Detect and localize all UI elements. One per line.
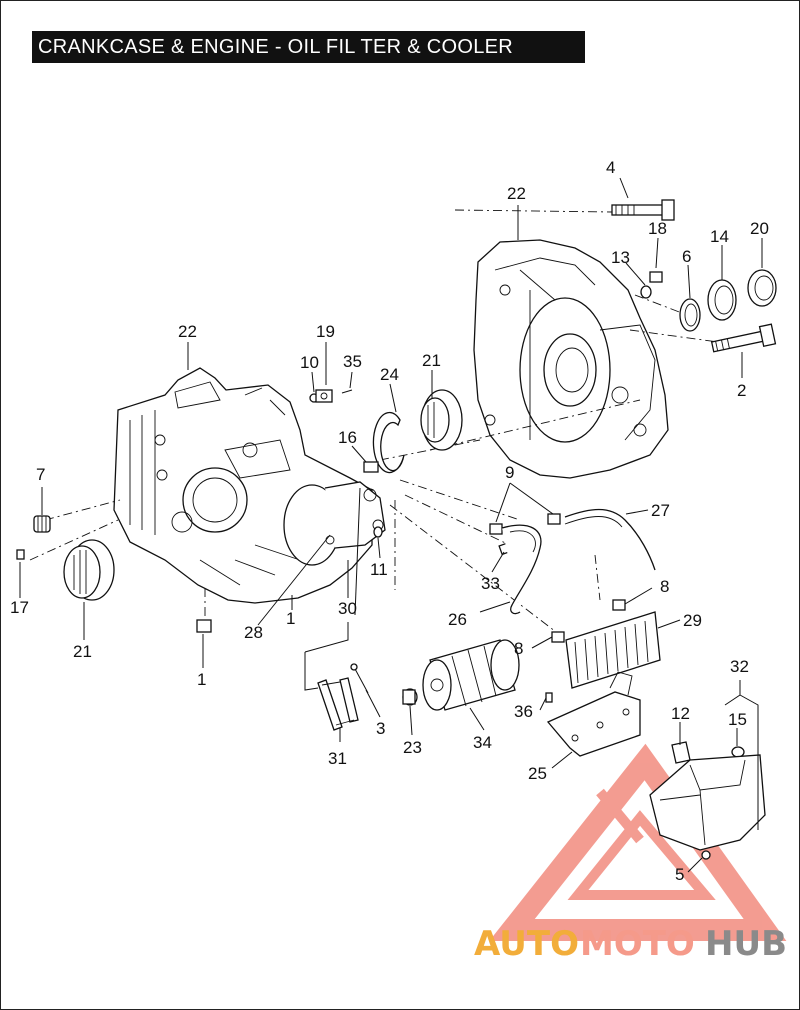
- plug-1: [196, 619, 212, 633]
- callout-34: 34: [473, 733, 492, 752]
- callout-14: 14: [710, 227, 729, 246]
- dowel-17: [16, 549, 25, 560]
- fitting-19: [315, 389, 333, 403]
- callout-26: 26: [448, 610, 467, 629]
- callout-10: 10: [300, 353, 319, 372]
- bearing-21-upper: [420, 389, 463, 451]
- callout-27: 27: [651, 501, 670, 520]
- fitting-8-upper: [612, 599, 626, 611]
- callout-36: 36: [514, 702, 533, 721]
- callout-17: 17: [10, 598, 29, 617]
- oil-hose-26: [501, 524, 542, 615]
- oil-filter-34: [422, 639, 520, 711]
- callout-19: 19: [316, 322, 335, 341]
- watermark-auto: AUTO: [474, 924, 579, 964]
- callout-16: 16: [338, 428, 357, 447]
- seal-6: [679, 298, 701, 332]
- dowel-16: [363, 461, 379, 473]
- dowel-36: [545, 692, 553, 703]
- retaining-ring-24: [372, 411, 405, 474]
- bracket-31: [317, 677, 359, 731]
- oil-cooler-29: [565, 611, 661, 689]
- left-crankcase-half: [113, 367, 373, 604]
- oil-hose-27: [564, 508, 656, 571]
- callout-18: 18: [648, 219, 667, 238]
- leader-lines: [19, 177, 763, 873]
- callout-1-upper: 1: [286, 609, 295, 628]
- watermark-logo: AUTO MOTO HUB: [474, 924, 787, 964]
- callout-20: 20: [750, 219, 769, 238]
- callout-29: 29: [683, 611, 702, 630]
- callout-33: 33: [481, 574, 500, 593]
- bolt-2: [710, 323, 777, 353]
- callout-8-lower: 8: [514, 639, 523, 658]
- fitting-8-lower: [551, 631, 565, 643]
- callout-13: 13: [611, 248, 630, 267]
- callout-28: 28: [244, 623, 263, 642]
- bracket-25: [546, 671, 641, 757]
- callout-6: 6: [682, 247, 691, 266]
- watermark-moto: MOTO: [580, 924, 695, 964]
- screw-3: [353, 666, 369, 694]
- oil-filter-adapter: [283, 481, 386, 566]
- callout-9: 9: [505, 463, 514, 482]
- fittings-9: [489, 513, 561, 535]
- right-crankcase-half: [473, 239, 669, 479]
- bearing-7: [33, 515, 51, 533]
- bolt-4: [611, 199, 675, 221]
- oil-cooler-cover-32: [649, 754, 766, 851]
- callout-32: 32: [730, 657, 749, 676]
- callout-3: 3: [376, 719, 385, 738]
- callout-4: 4: [606, 158, 615, 177]
- screw-5: [701, 850, 711, 860]
- bearing-21-lower: [63, 539, 115, 601]
- dowel-18: [649, 271, 663, 283]
- callout-8-upper: 8: [660, 577, 669, 596]
- callout-1-lower: 1: [197, 670, 206, 689]
- callout-labels: 4 22 18 13 6 14 20 2 22 19 10 35 24 21 1…: [10, 158, 769, 884]
- callout-12: 12: [671, 704, 690, 723]
- callout-5: 5: [675, 865, 684, 884]
- bearing-14: [707, 279, 737, 321]
- callout-24: 24: [380, 365, 399, 384]
- callout-22-right: 22: [507, 184, 526, 203]
- o-ring-13: [640, 285, 652, 299]
- o-ring-11: [373, 526, 383, 538]
- nut-15: [731, 746, 745, 758]
- callout-30: 30: [338, 599, 357, 618]
- callout-15: 15: [728, 710, 747, 729]
- callout-21-lower: 21: [73, 642, 92, 661]
- bearing-race-20: [747, 269, 777, 307]
- callout-31: 31: [328, 749, 347, 768]
- page-title: CRANKCASE & ENGINE - OIL FIL TER & COOLE…: [32, 31, 585, 63]
- watermark-hub: HUB: [705, 924, 787, 964]
- callout-23: 23: [403, 738, 422, 757]
- clip-12: [671, 741, 691, 764]
- callout-11: 11: [370, 560, 388, 579]
- callout-25: 25: [528, 764, 547, 783]
- screw-35: [341, 389, 353, 394]
- callout-35: 35: [343, 352, 362, 371]
- plug-23: [402, 688, 418, 706]
- callout-7: 7: [36, 465, 45, 484]
- callout-22-left: 22: [178, 322, 197, 341]
- callout-2: 2: [737, 381, 746, 400]
- callout-21-upper: 21: [422, 351, 441, 370]
